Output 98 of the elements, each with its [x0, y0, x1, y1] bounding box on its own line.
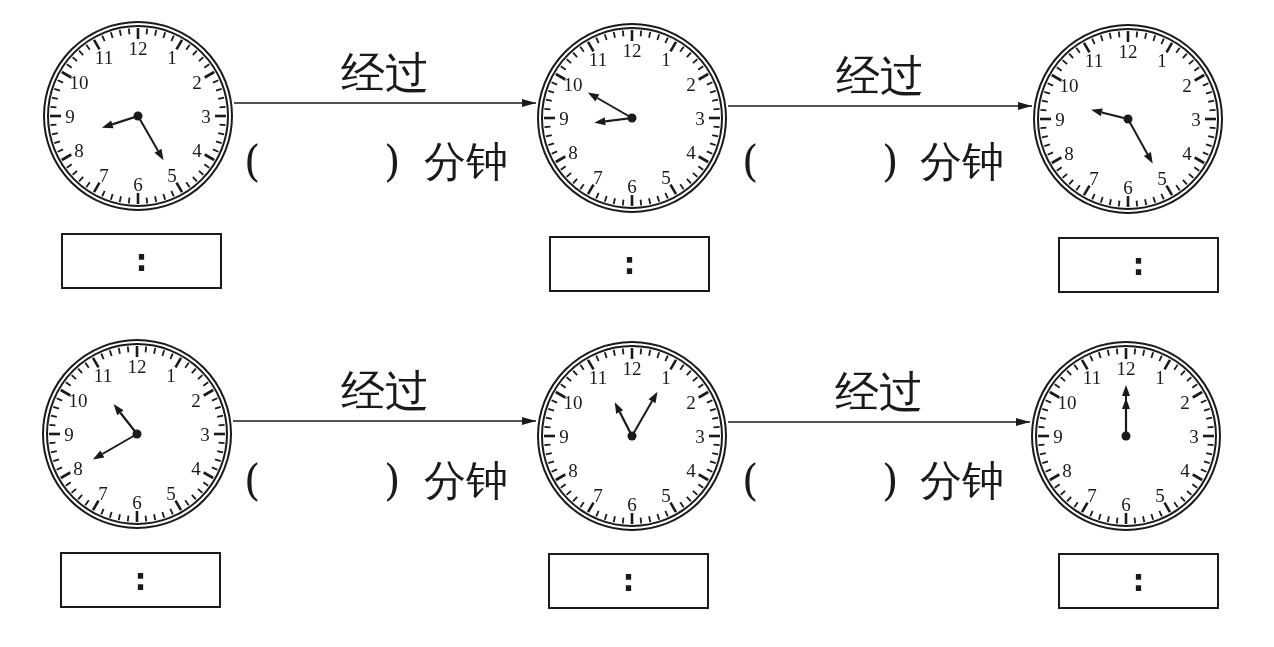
closing-parenthesis: ) [882, 141, 899, 183]
clock-numeral: 2 [1180, 392, 1190, 412]
clock-numeral: 2 [686, 392, 696, 412]
clock-numeral: 9 [64, 424, 74, 444]
clock-numeral: 4 [191, 458, 201, 478]
clock-numeral: 7 [1087, 485, 1097, 505]
clock-numeral: 10 [1059, 75, 1079, 95]
clock-numeral: 10 [563, 74, 583, 94]
clock-numeral: 11 [1082, 367, 1102, 387]
clock-numeral: 3 [201, 106, 211, 126]
time-input-field: : [60, 552, 221, 608]
clock-numeral: 1 [1155, 367, 1165, 387]
clock-numeral: 9 [559, 426, 569, 446]
time-input-field: : [1058, 237, 1219, 293]
clock-numeral: 1 [167, 47, 177, 67]
clock-numeral: 8 [568, 460, 578, 480]
clock-numeral: 1 [1157, 50, 1167, 70]
clock-numeral: 5 [661, 485, 671, 505]
clock-numeral: 8 [74, 140, 84, 160]
opening-parenthesis: ( [244, 460, 261, 502]
clock-numeral: 12 [127, 356, 147, 376]
clock-numeral: 3 [695, 108, 705, 128]
clock-numeral: 4 [192, 140, 202, 160]
clock-numeral: 5 [1155, 485, 1165, 505]
clock-numeral: 8 [73, 458, 83, 478]
clock-numeral: 3 [200, 424, 210, 444]
closing-parenthesis: ) [882, 460, 899, 502]
clock-numeral: 5 [1157, 168, 1167, 188]
clock-numeral: 12 [622, 358, 642, 378]
clock-numeral: 10 [563, 392, 583, 412]
clock-numeral: 3 [695, 426, 705, 446]
clock-numeral: 7 [1089, 168, 1099, 188]
clock-numeral: 4 [1182, 143, 1192, 163]
clock-numeral: 1 [661, 49, 671, 69]
clock-numeral: 3 [1189, 426, 1199, 446]
unit-label: 分钟 [920, 460, 1004, 502]
clock-numeral: 2 [191, 390, 201, 410]
time-input-field: : [549, 236, 710, 292]
clock-numeral: 2 [1182, 75, 1192, 95]
clock-numeral: 4 [1180, 460, 1190, 480]
clock-numeral: 3 [1191, 109, 1201, 129]
clock-numeral: 6 [1123, 177, 1133, 197]
arrow [727, 102, 1033, 110]
clock-numeral: 11 [588, 49, 608, 69]
clock-numeral: 5 [167, 165, 177, 185]
clock-numeral: 2 [686, 74, 696, 94]
clock-numeral: 6 [1121, 494, 1131, 514]
clock-numeral: 7 [593, 485, 603, 505]
clock-numeral: 6 [132, 492, 142, 512]
clock-numeral: 11 [93, 365, 113, 385]
clock-numeral: 11 [94, 47, 114, 67]
clock-numeral: 5 [661, 167, 671, 187]
clock-numeral: 12 [622, 40, 642, 60]
clock-numeral: 9 [559, 108, 569, 128]
clock-numeral: 5 [166, 483, 176, 503]
clock-numeral: 11 [588, 367, 608, 387]
clock-numeral: 1 [166, 365, 176, 385]
edge-label: 经过 [836, 54, 924, 98]
clock-numeral: 10 [68, 390, 88, 410]
time-input-field: : [548, 553, 709, 609]
clock-numeral: 7 [98, 483, 108, 503]
opening-parenthesis: ( [742, 141, 759, 183]
unit-label: 分钟 [424, 141, 508, 183]
edge-label: 经过 [835, 370, 923, 414]
arrow [727, 418, 1031, 426]
opening-parenthesis: ( [244, 141, 261, 183]
clock-numeral: 9 [1053, 426, 1063, 446]
clock-numeral: 12 [1118, 41, 1138, 61]
clock-numeral: 8 [1064, 143, 1074, 163]
clock-numeral: 10 [1057, 392, 1077, 412]
clock-numeral: 8 [568, 142, 578, 162]
time-input-field: : [61, 233, 222, 289]
clock-numeral: 6 [627, 494, 637, 514]
clock-numeral: 4 [686, 142, 696, 162]
closing-parenthesis: ) [384, 460, 401, 502]
edge-label: 经过 [341, 51, 429, 95]
clock-numeral: 6 [133, 174, 143, 194]
clock-numeral: 12 [1116, 358, 1136, 378]
clock-numeral: 10 [69, 72, 89, 92]
clock-numeral: 7 [593, 167, 603, 187]
clock-numeral: 4 [686, 460, 696, 480]
clock-numeral: 11 [1084, 50, 1104, 70]
opening-parenthesis: ( [742, 460, 759, 502]
clock-numeral: 1 [661, 367, 671, 387]
time-input-field: : [1058, 553, 1219, 609]
unit-label: 分钟 [424, 460, 508, 502]
clock-numeral: 9 [65, 106, 75, 126]
unit-label: 分钟 [920, 141, 1004, 183]
arrow [233, 99, 537, 107]
clock-numeral: 9 [1055, 109, 1065, 129]
clock-numeral: 6 [627, 176, 637, 196]
clock-numeral: 7 [99, 165, 109, 185]
clock-numeral: 12 [128, 38, 148, 58]
clock-numeral: 2 [192, 72, 202, 92]
arrow [232, 417, 537, 425]
closing-parenthesis: ) [384, 141, 401, 183]
edge-label: 经过 [340, 369, 429, 413]
clock-numeral: 8 [1062, 460, 1072, 480]
